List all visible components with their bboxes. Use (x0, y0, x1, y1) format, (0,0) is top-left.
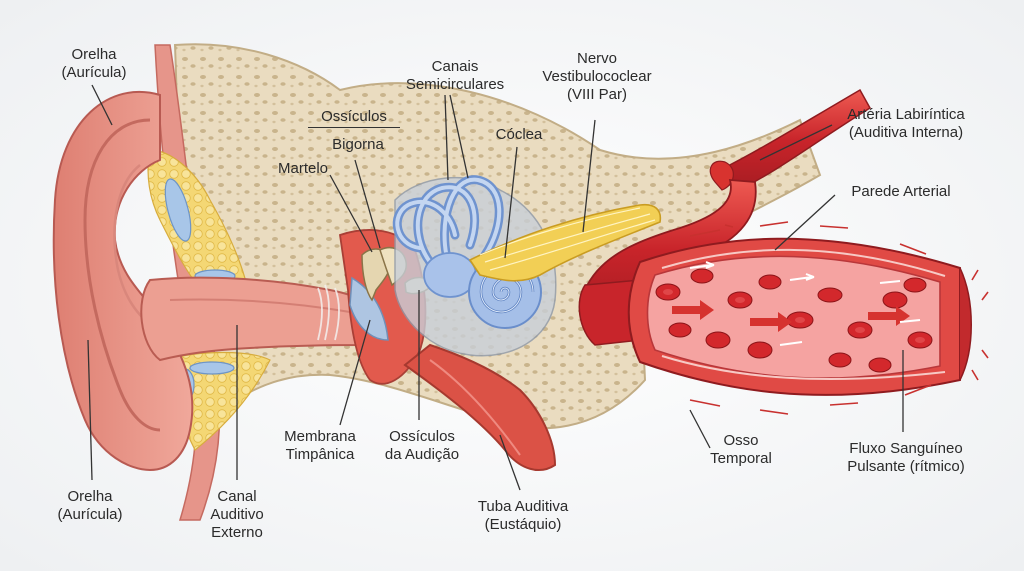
label-labyrinthine-artery: Artéria Labiríntica(Auditiva Interna) (847, 106, 965, 141)
flow-arrows (672, 300, 910, 332)
flow-streaks (689, 261, 921, 346)
external-canal (140, 276, 367, 362)
labyrinthine-artery-branch (718, 88, 872, 193)
label-incus: Bigorna (332, 136, 384, 153)
label-ossicles-header: Ossículos (308, 108, 400, 128)
pulsation-marks (689, 221, 989, 415)
label-auricle-top: Orelha(Aurícula) (61, 46, 127, 81)
eustachian-tube (403, 343, 557, 471)
label-cochlea: Cóclea (495, 126, 543, 143)
label-malleus: Martelo (277, 160, 329, 177)
label-arterial-wall: Parede Arterial (851, 183, 951, 200)
red-blood-cells (655, 268, 933, 373)
auricle-fold (83, 118, 161, 432)
label-auricle-bottom: Orelha(Aurícula) (57, 488, 123, 523)
leader-lines (87, 84, 904, 491)
label-eustachian-tube: Tuba Auditiva(Eustáquio) (477, 498, 569, 533)
